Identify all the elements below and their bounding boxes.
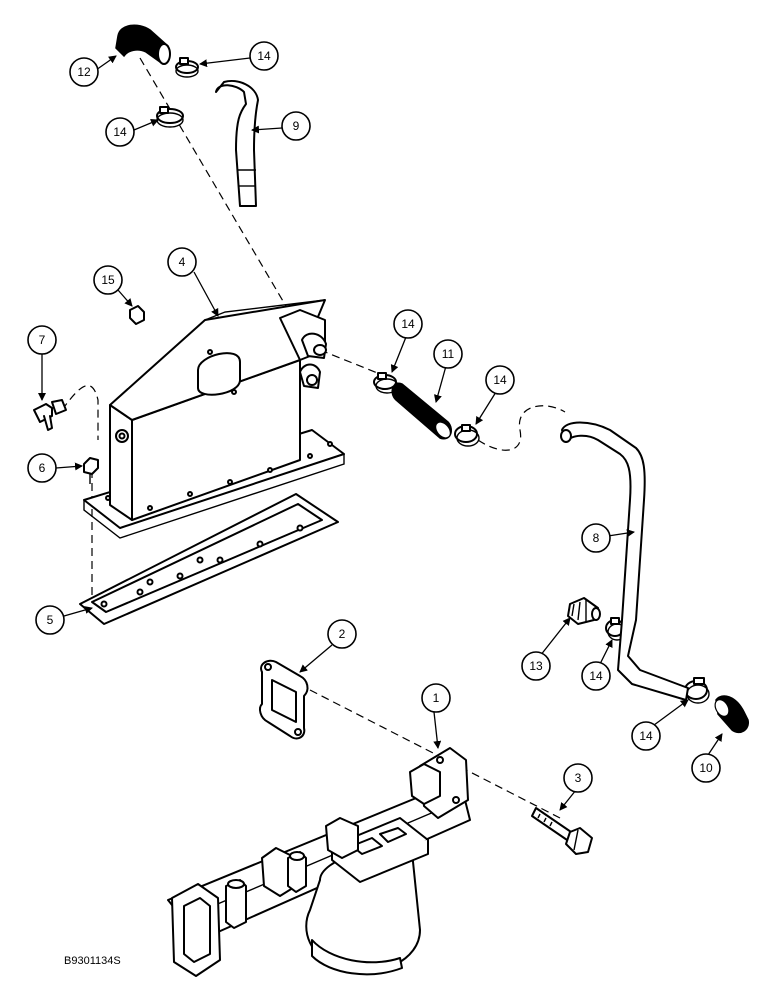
- callout-2: 2: [327, 619, 357, 649]
- svg-text:14: 14: [589, 669, 603, 683]
- svg-text:1: 1: [433, 691, 440, 705]
- housing-capscrew-part: [83, 457, 99, 484]
- callout-5: 5: [35, 605, 65, 635]
- callout-7: 7: [27, 325, 57, 355]
- end-hose-part: [714, 695, 749, 734]
- svg-text:14: 14: [493, 373, 507, 387]
- svg-text:6: 6: [39, 461, 46, 475]
- exhaust-housing-part: [83, 299, 345, 539]
- callout-13: 13: [521, 651, 551, 681]
- svg-text:3: 3: [575, 771, 582, 785]
- svg-text:11: 11: [442, 347, 455, 361]
- callout-1: 1: [421, 683, 451, 713]
- callout-4: 4: [167, 247, 197, 277]
- elbow-hose-part: [115, 24, 171, 65]
- svg-text:9: 9: [293, 119, 300, 133]
- callout-3: 3: [563, 763, 593, 793]
- hose-clamp-part: [605, 617, 627, 641]
- hose-clamp-part: [684, 677, 710, 704]
- callout-14: 14: [249, 41, 279, 71]
- svg-text:14: 14: [639, 729, 653, 743]
- svg-text:15: 15: [101, 273, 115, 287]
- manifold-bolt-part: [531, 807, 593, 855]
- callout-14: 14: [393, 309, 423, 339]
- drain-cock-part: [33, 399, 67, 431]
- svg-text:14: 14: [401, 317, 415, 331]
- drawing-reference-code: B9301134S: [64, 955, 121, 967]
- coolant-tube-part: [560, 421, 689, 701]
- hose-clamp-part: [373, 372, 399, 394]
- connecting-hose-part: [391, 382, 452, 440]
- assembly-lines: [61, 57, 566, 819]
- callout-9: 9: [281, 111, 311, 141]
- callout-6: 6: [27, 453, 57, 483]
- fitting-part: [567, 597, 601, 625]
- callout-14: 14: [631, 721, 661, 751]
- callout-14: 14: [581, 661, 611, 691]
- svg-text:7: 7: [39, 333, 46, 347]
- svg-text:2: 2: [339, 627, 346, 641]
- callout-12: 12: [69, 57, 99, 87]
- svg-text:4: 4: [179, 255, 186, 269]
- svg-text:14: 14: [257, 49, 271, 63]
- svg-text:14: 14: [113, 125, 127, 139]
- svg-text:10: 10: [699, 761, 713, 775]
- callout-14: 14: [485, 365, 515, 395]
- hose-clamp-part: [156, 106, 184, 128]
- exhaust-manifold-part: [167, 747, 471, 977]
- plug-part: [129, 305, 145, 325]
- callout-8: 8: [581, 523, 611, 553]
- callout-14: 14: [105, 117, 135, 147]
- svg-text:12: 12: [77, 65, 91, 79]
- leader-lines: [38, 55, 723, 811]
- hose-clamp-part: [175, 57, 199, 78]
- hose-clamp-part: [454, 424, 480, 447]
- housing-gasket-part: [79, 493, 339, 625]
- manifold-gasket-part: [259, 659, 309, 740]
- callout-11: 11: [433, 339, 463, 369]
- svg-text:13: 13: [529, 659, 543, 673]
- callout-15: 15: [93, 265, 123, 295]
- bypass-hose-part: [215, 80, 259, 207]
- svg-text:5: 5: [47, 613, 54, 627]
- callout-10: 10: [691, 753, 721, 783]
- svg-text:8: 8: [593, 531, 600, 545]
